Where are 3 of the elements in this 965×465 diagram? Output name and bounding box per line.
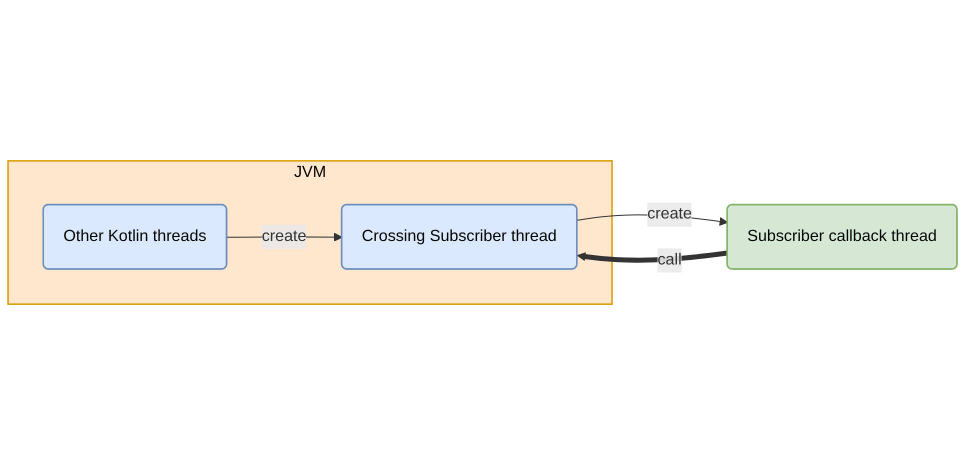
edge-label: create: [647, 206, 692, 223]
edge-label: create: [262, 228, 306, 245]
edge-label: call: [658, 251, 682, 268]
